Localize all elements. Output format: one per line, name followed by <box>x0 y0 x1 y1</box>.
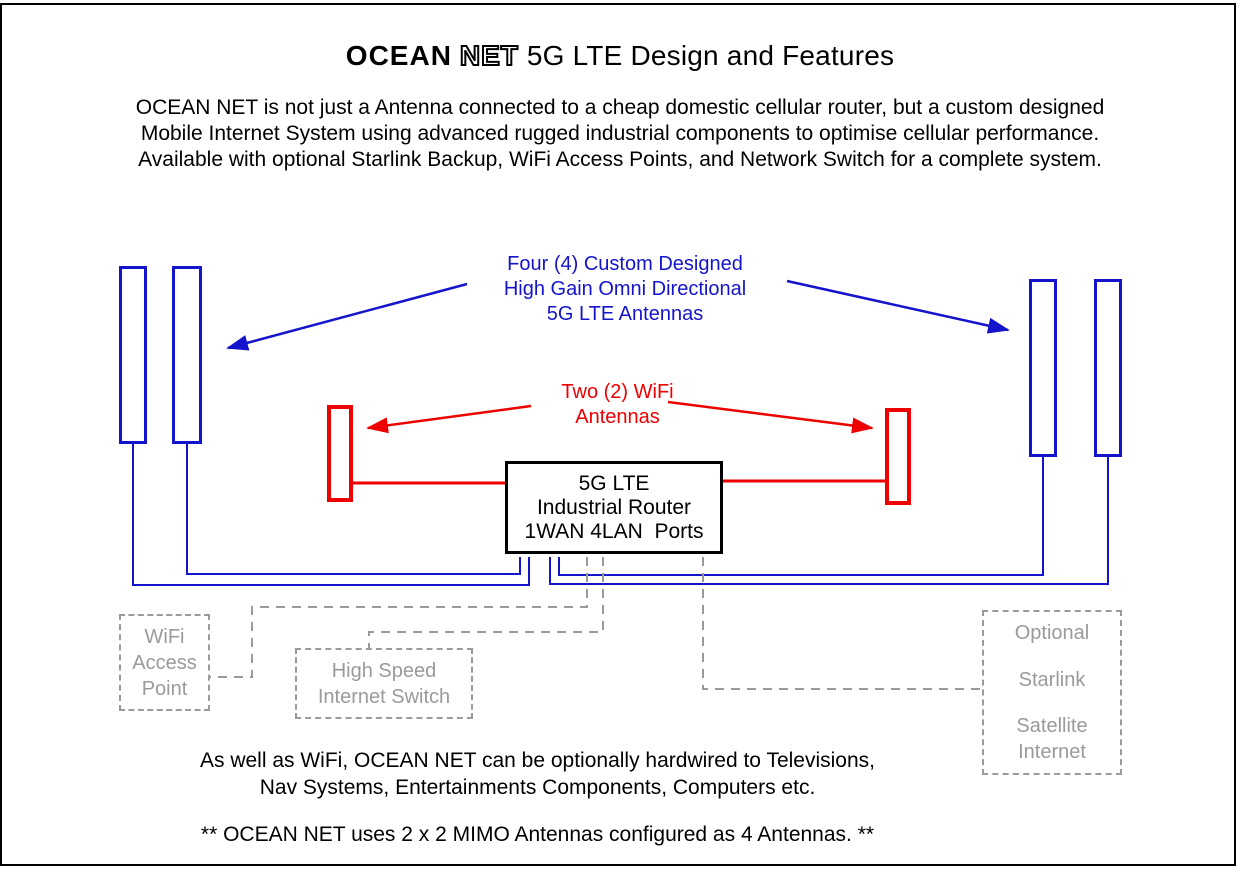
intro-line: Mobile Internet System using advanced ru… <box>140 122 1100 145</box>
switch-line: Internet Switch <box>317 685 451 708</box>
ocean-net-logo-net: NET <box>459 39 519 72</box>
lte-cable-right-inner <box>558 457 1044 576</box>
lte-antennas-callout: Four (4) Custom Designed High Gain Omni … <box>440 252 810 327</box>
starlink-line: Optional <box>1014 622 1090 644</box>
lte-callout-line: Four (4) Custom Designed <box>507 253 743 275</box>
switch-connector <box>368 557 604 648</box>
router-box: 5G LTE Industrial Router 1WAN 4LAN Ports <box>505 461 723 554</box>
wifi-arrow-left <box>366 404 532 434</box>
lte-arrow-right <box>786 279 1010 334</box>
router-line: 1WAN 4LAN Ports <box>524 519 704 543</box>
ocean-net-logo-ocean: OCEAN <box>345 40 452 71</box>
lte-antenna-left-1 <box>119 266 147 444</box>
title-text: 5G LTE Design and Features <box>518 40 895 71</box>
router-line: 5G LTE <box>578 471 650 495</box>
starlink-connector <box>702 557 982 690</box>
switch-line: High Speed <box>331 659 437 682</box>
lte-antenna-right-1 <box>1029 279 1057 457</box>
wifi-callout-line: Antennas <box>575 406 660 428</box>
wifi-ap-line: WiFi <box>144 625 185 648</box>
lte-cable-right-outer <box>549 457 1109 585</box>
wifi-callout-line: Two (2) WiFi <box>561 381 674 403</box>
wifi-ap-line: Access <box>132 651 197 674</box>
lte-cable-left-outer <box>132 444 530 586</box>
lte-callout-line: 5G LTE Antennas <box>546 303 704 325</box>
hardwire-note: As well as WiFi, OCEAN NET can be option… <box>60 747 1015 801</box>
page-title: OCEAN NET 5G LTE Design and Features <box>0 39 1240 72</box>
lte-cable-left-inner <box>186 444 521 575</box>
wifi-antenna-right <box>885 408 911 505</box>
wifi-access-point-box: WiFi Access Point <box>119 614 210 711</box>
page-border <box>0 3 1236 866</box>
starlink-line: Satellite <box>1016 715 1088 737</box>
lte-callout-line: High Gain Omni Directional <box>503 278 747 300</box>
starlink-line: Starlink <box>1018 668 1086 691</box>
wifi-arrow-right <box>667 400 874 434</box>
starlink-line: Satellite Internet <box>1016 713 1087 765</box>
wifi-ap-connector <box>210 557 588 678</box>
lte-arrow-left <box>226 282 468 351</box>
wifi-antenna-left <box>327 405 353 502</box>
lte-antenna-left-2 <box>172 266 202 444</box>
note-line: Nav Systems, Entertainments Components, … <box>259 776 816 799</box>
starlink-box: Optional Starlink Satellite Internet <box>982 610 1122 775</box>
intro-paragraph: OCEAN NET is not just a Antenna connecte… <box>40 95 1200 173</box>
internet-switch-box: High Speed Internet Switch <box>295 648 473 719</box>
router-line: Industrial Router <box>536 495 692 519</box>
wifi-antennas-callout: Two (2) WiFi Antennas <box>500 380 735 430</box>
lte-antenna-right-2 <box>1094 279 1122 457</box>
wifi-ap-line: Point <box>141 677 188 700</box>
intro-line: OCEAN NET is not just a Antenna connecte… <box>135 96 1105 119</box>
intro-line: Available with optional Starlink Backup,… <box>138 148 1102 171</box>
mimo-note: ** OCEAN NET uses 2 x 2 MIMO Antennas co… <box>200 823 875 846</box>
note-line: As well as WiFi, OCEAN NET can be option… <box>200 749 875 772</box>
starlink-line: Internet <box>1018 741 1086 763</box>
